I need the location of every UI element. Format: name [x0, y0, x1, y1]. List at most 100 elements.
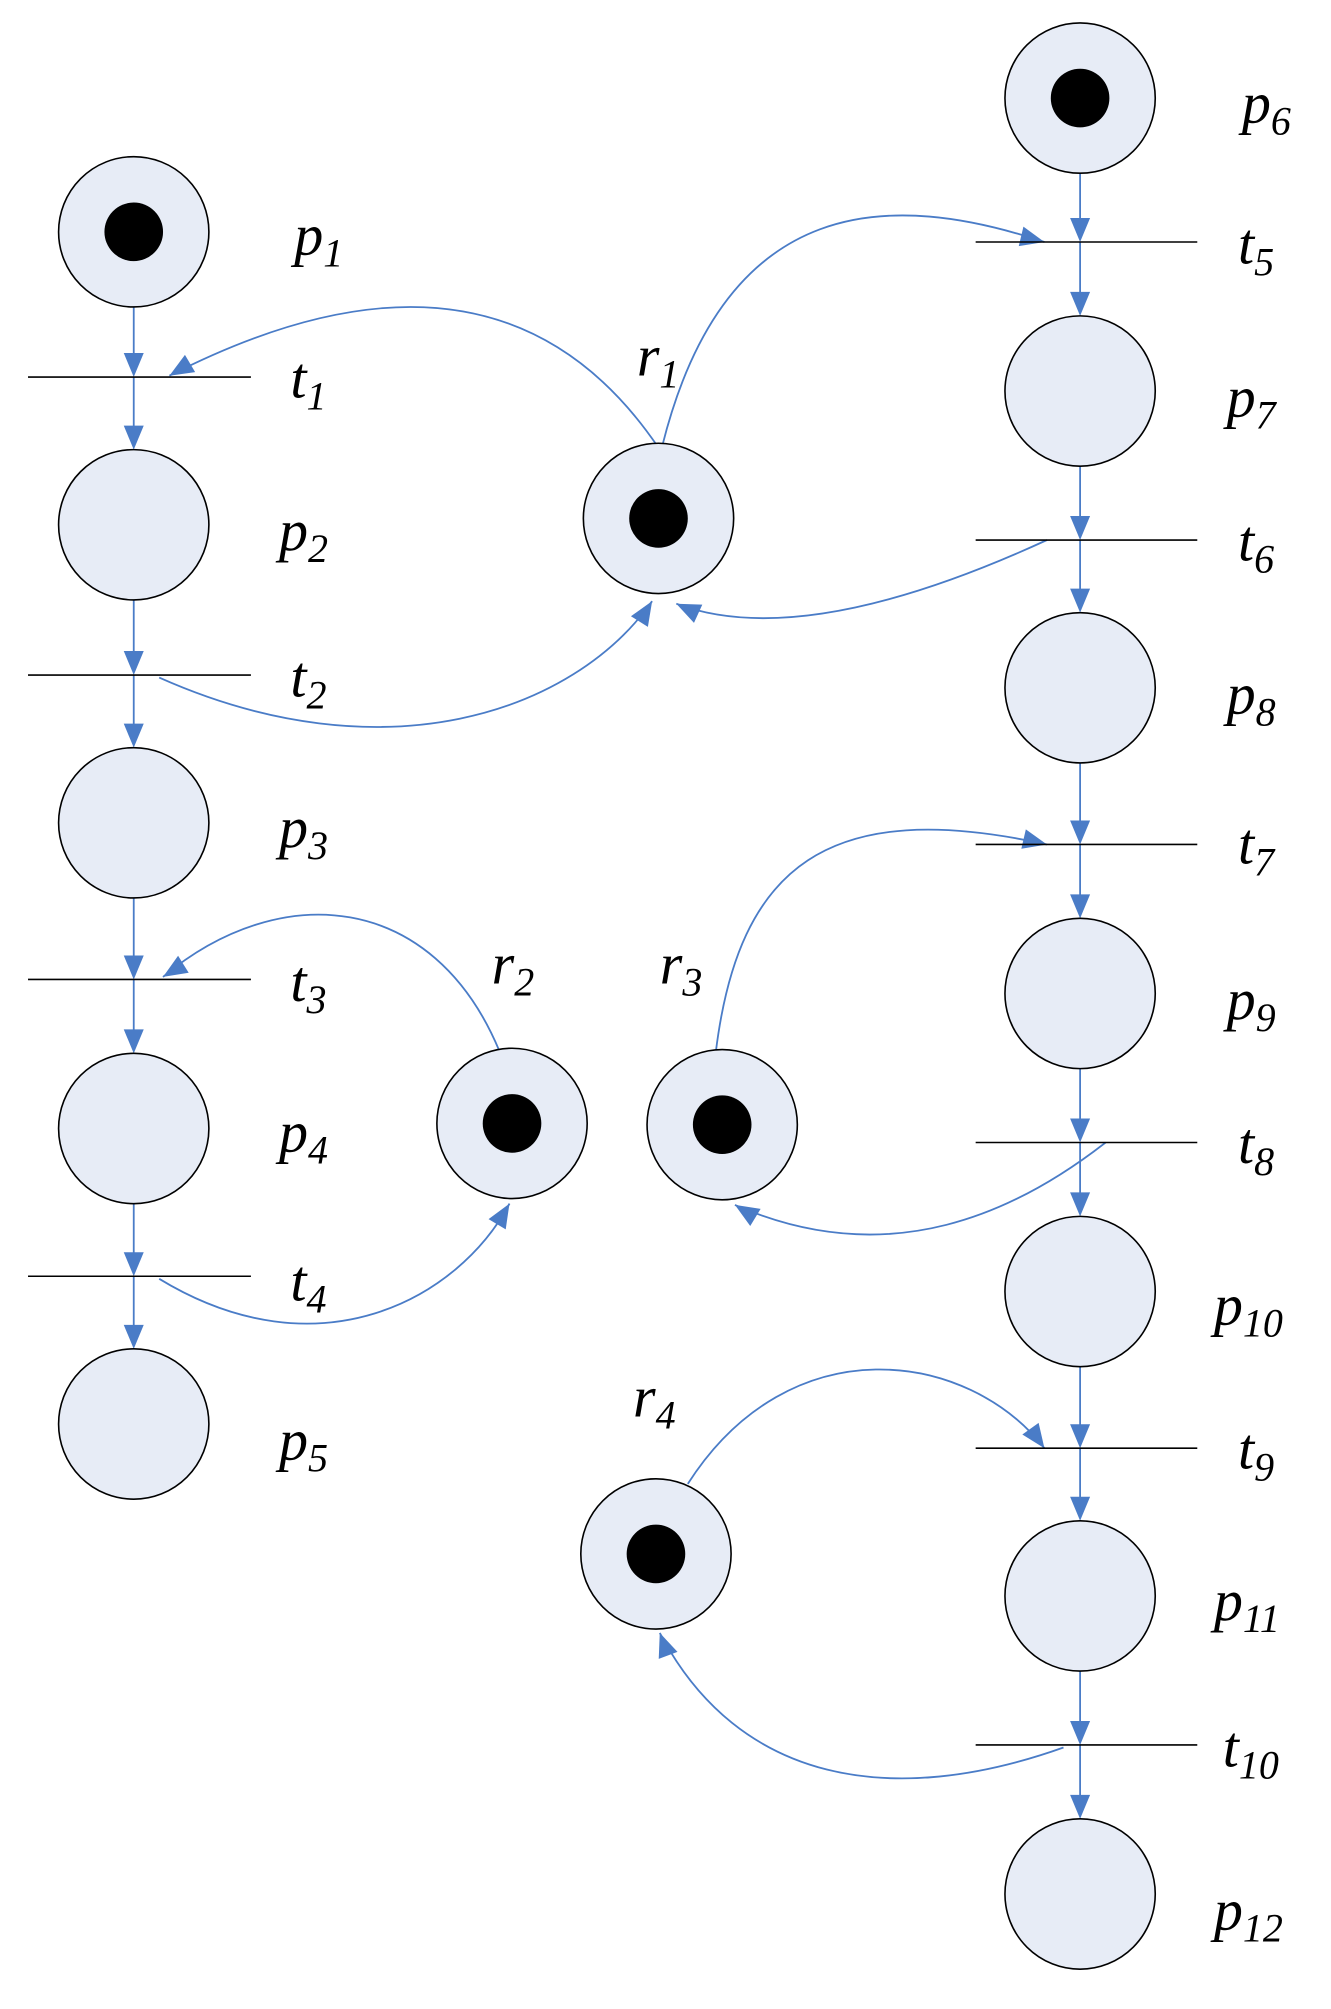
place-p10	[1004, 1215, 1157, 1368]
place-p8	[1004, 611, 1157, 764]
label-p4-letter: p	[275, 1099, 308, 1164]
label-p2-letter: p	[275, 498, 308, 563]
label-t2-subscript: 2	[307, 673, 327, 718]
label-t6: t6	[1238, 508, 1274, 581]
label-t10: t10	[1223, 1715, 1279, 1788]
label-t7-subscript: 7	[1254, 840, 1276, 885]
label-p6-subscript: 6	[1271, 98, 1291, 143]
label-t4-subscript: 4	[307, 1276, 327, 1321]
label-p4: p4	[275, 1099, 328, 1172]
label-r3-letter: r	[660, 931, 683, 996]
arc-t6-to-p8-arrow	[1070, 588, 1091, 613]
label-p1-subscript: 1	[323, 231, 343, 276]
arc-t9-to-p11-arrow	[1070, 1496, 1091, 1521]
arc-p2-to-t2-arrow	[123, 651, 144, 676]
label-t5-subscript: 5	[1254, 240, 1274, 285]
label-r4-letter: r	[633, 1364, 656, 1429]
arc-r4-to-t9-arrow	[1022, 1422, 1045, 1449]
label-p12-subscript: 12	[1243, 1906, 1283, 1951]
token-r4	[626, 1524, 686, 1584]
place-p4	[57, 1052, 210, 1205]
place-p9	[1004, 917, 1157, 1070]
label-t1: t1	[290, 345, 326, 418]
label-p9-subscript: 9	[1256, 995, 1276, 1040]
label-r3-subscript: 3	[681, 959, 702, 1004]
label-r4-subscript: 4	[656, 1392, 676, 1437]
label-t6-letter: t	[1238, 508, 1256, 573]
label-p12-letter: p	[1210, 1878, 1243, 1943]
label-p4-subscript: 4	[308, 1127, 328, 1172]
arc-p11-to-t10-arrow	[1070, 1720, 1091, 1745]
arc-r1-to-t5	[661, 214, 1045, 447]
label-t2: t2	[290, 645, 326, 718]
arc-t4-to-r2	[158, 1203, 511, 1325]
arc-t2-to-p3-arrow	[123, 723, 144, 748]
token-p1	[104, 202, 164, 262]
place-p7	[1004, 315, 1157, 467]
label-r2-letter: r	[492, 931, 515, 996]
label-p9-letter: p	[1223, 967, 1256, 1032]
arc-p8-to-t7-arrow	[1070, 820, 1091, 845]
label-p10: p10	[1210, 1273, 1283, 1346]
label-p8-subscript: 8	[1256, 689, 1276, 734]
label-p3-letter: p	[275, 795, 308, 860]
arc-t6-to-r1-arrow	[676, 603, 703, 623]
label-t9: t9	[1238, 1417, 1274, 1490]
label-t7-letter: t	[1238, 812, 1256, 877]
arc-t4-to-r2-arrow	[488, 1203, 510, 1230]
place-p11	[1004, 1519, 1157, 1672]
arc-t3-to-p4-arrow	[123, 1029, 144, 1054]
token-r2	[482, 1094, 542, 1153]
label-p10-subscript: 10	[1243, 1301, 1283, 1346]
label-p2-subscript: 2	[308, 526, 328, 571]
label-t4: t4	[290, 1248, 326, 1321]
label-t8-subscript: 8	[1254, 1139, 1274, 1184]
arc-r3-to-t7	[714, 828, 1048, 1053]
arc-t10-to-r4	[659, 1632, 1064, 1780]
label-t2-letter: t	[290, 645, 308, 710]
label-t3: t3	[290, 949, 326, 1022]
label-p7-subscript: 7	[1256, 392, 1278, 437]
label-p12: p12	[1210, 1878, 1283, 1951]
arc-t5-to-p7-arrow	[1070, 291, 1091, 316]
label-t8: t8	[1238, 1111, 1274, 1184]
label-t3-letter: t	[290, 949, 308, 1014]
label-p5: p5	[275, 1408, 328, 1481]
place-p5	[57, 1348, 210, 1500]
arc-t2-to-r1-arrow	[630, 601, 653, 627]
arc-p1-to-t1-arrow	[123, 353, 144, 378]
label-p1-letter: p	[290, 203, 323, 268]
arc-t7-to-p9-arrow	[1070, 894, 1091, 919]
label-p8: p8	[1223, 661, 1276, 734]
arc-t10-to-p12-arrow	[1070, 1794, 1091, 1819]
label-t8-letter: t	[1238, 1111, 1256, 1176]
label-t6-subscript: 6	[1254, 536, 1274, 581]
arc-t10-to-r4-arrow	[658, 1632, 678, 1659]
arc-r1-to-t1	[168, 306, 658, 447]
arc-r2-to-t3-arrow	[163, 955, 189, 977]
arc-r1-to-t1-arrow	[169, 354, 196, 376]
label-p5-subscript: 5	[308, 1436, 328, 1481]
label-r2: r2	[492, 931, 535, 1004]
arc-t2-to-r1	[158, 600, 653, 728]
label-t3-subscript: 3	[306, 977, 327, 1022]
label-t4-letter: t	[290, 1248, 308, 1313]
label-t7: t7	[1238, 812, 1276, 885]
arc-t8-to-p10-arrow	[1070, 1192, 1091, 1217]
label-p11: p11	[1210, 1568, 1280, 1641]
label-p3-subscript: 3	[307, 823, 328, 868]
label-p7-letter: p	[1223, 364, 1256, 429]
label-t9-subscript: 9	[1254, 1445, 1274, 1490]
label-p9: p9	[1223, 967, 1276, 1040]
label-p11-subscript: 11	[1243, 1596, 1280, 1641]
arc-r4-to-t9	[687, 1368, 1046, 1485]
label-r1-letter: r	[637, 324, 660, 389]
label-p8-letter: p	[1223, 661, 1256, 726]
arc-r3-to-t7-arrow	[1021, 829, 1047, 849]
label-t1-letter: t	[290, 345, 308, 410]
token-r1	[629, 489, 688, 548]
label-t5-letter: t	[1238, 212, 1256, 277]
arc-t1-to-p2-arrow	[123, 425, 144, 450]
label-p6: p6	[1238, 70, 1291, 143]
